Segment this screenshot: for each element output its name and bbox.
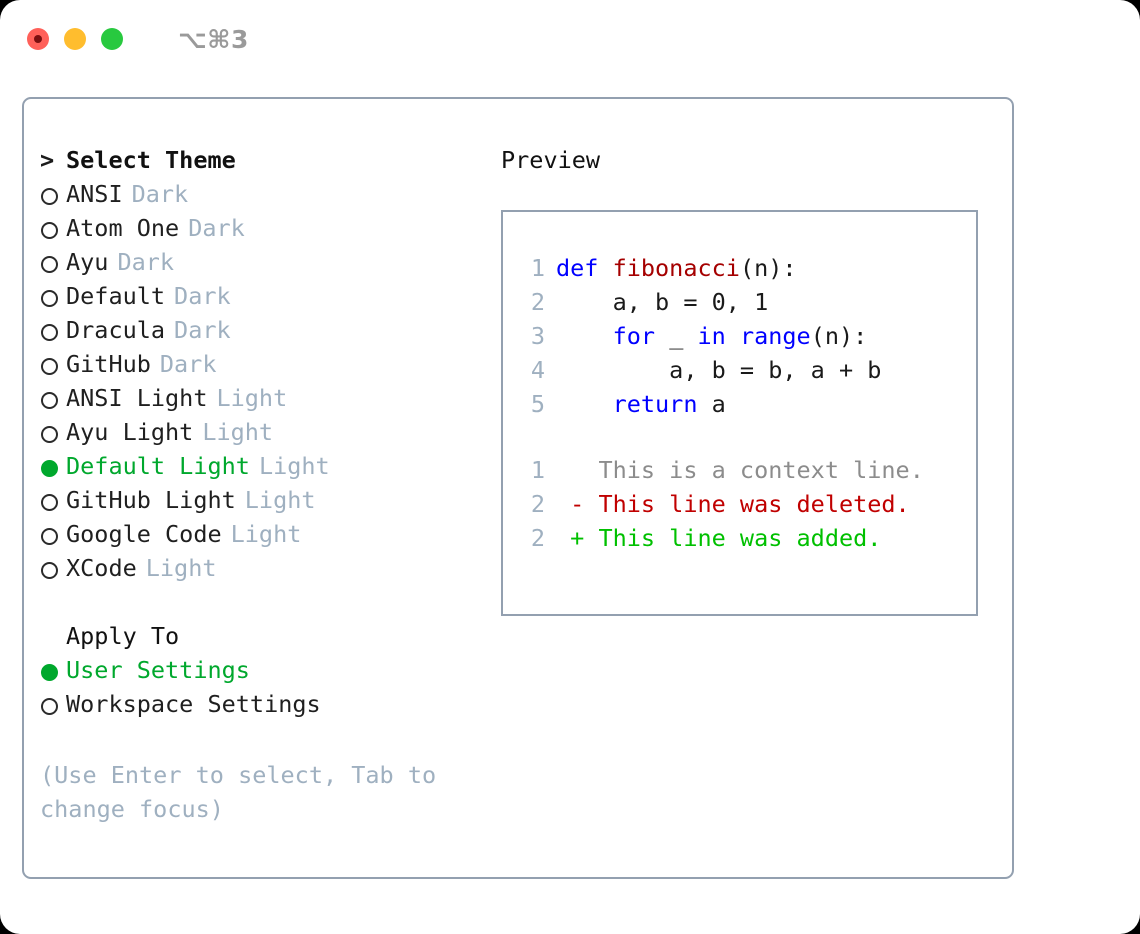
theme-item-variant-tag: Dark	[174, 316, 231, 344]
line-number: 2	[530, 288, 545, 316]
close-dot-icon	[34, 35, 42, 43]
theme-item-variant-tag: Dark	[117, 248, 175, 276]
code-token	[556, 322, 613, 350]
code-token: (n):	[739, 254, 797, 282]
theme-list-item[interactable]: Google Code Light	[40, 520, 490, 554]
theme-item-label: Ayu	[66, 248, 109, 276]
title-bar: ⌥⌘3	[0, 0, 1140, 78]
theme-item-variant-tag: Dark	[159, 350, 217, 378]
code-token: return	[612, 390, 698, 418]
code-token: This is a context line.	[556, 456, 924, 484]
line-number: 1	[530, 456, 545, 484]
theme-item-variant-tag: Light	[244, 486, 316, 514]
line-number: 4	[530, 356, 545, 384]
theme-item-label: ANSI	[66, 180, 123, 208]
theme-item-variant-tag: Dark	[131, 180, 189, 208]
theme-item-label: Default Light	[66, 452, 250, 480]
prompt-marker-icon: >	[40, 146, 55, 174]
theme-item-label: XCode	[66, 554, 137, 582]
theme-list-item[interactable]: GitHub Dark	[40, 350, 490, 384]
apply-to-item-label: User Settings	[66, 656, 250, 684]
apply-to-title: Apply To	[66, 622, 180, 650]
theme-list-item[interactable]: ANSI Dark	[40, 180, 490, 214]
theme-item-variant-tag: Light	[216, 384, 288, 412]
code-token: a, b = b, a + b	[556, 356, 882, 384]
diff-line: 2 + This line was added.	[517, 524, 976, 558]
theme-item-label: ANSI Light	[66, 384, 208, 412]
code-token: a	[697, 390, 726, 418]
apply-to-item[interactable]: Workspace Settings	[40, 690, 490, 724]
code-token: fibonacci	[612, 254, 740, 282]
apply-to-item[interactable]: User Settings	[40, 656, 490, 690]
list-spacer	[40, 588, 490, 622]
line-number: 2	[530, 490, 545, 518]
code-token: a, b = 0, 1	[556, 288, 769, 316]
apply-to-item-label: Workspace Settings	[66, 690, 321, 718]
theme-item-label: GitHub	[66, 350, 151, 378]
theme-list-item[interactable]: Default Dark	[40, 282, 490, 316]
theme-list-item[interactable]: XCode Light	[40, 554, 490, 588]
theme-item-label: Default	[66, 282, 166, 310]
theme-list-item[interactable]: Dracula Dark	[40, 316, 490, 350]
code-token: in range	[697, 322, 811, 350]
theme-item-variant-tag: Light	[258, 452, 330, 480]
select-theme-header: > Select Theme	[40, 146, 490, 180]
apply-to-header: Apply To	[40, 622, 490, 656]
select-theme-header-label: Select Theme	[66, 146, 236, 174]
theme-list-item[interactable]: Ayu Light Light	[40, 418, 490, 452]
theme-item-label: GitHub Light	[66, 486, 236, 514]
theme-item-label: Google Code	[66, 520, 222, 548]
code-line: 1 def fibonacci(n):	[517, 254, 976, 288]
line-number: 1	[530, 254, 545, 282]
maximize-button-icon[interactable]	[101, 28, 123, 50]
theme-item-label: Atom One	[66, 214, 180, 242]
code-token: (n):	[810, 322, 868, 350]
code-token: - This line was deleted.	[556, 490, 910, 518]
code-token	[556, 390, 613, 418]
theme-list-item[interactable]: Atom One Dark	[40, 214, 490, 248]
line-number: 3	[530, 322, 545, 350]
theme-list-item[interactable]: Default Light Light	[40, 452, 490, 486]
code-token: _	[655, 322, 698, 350]
diff-line: 2 - This line was deleted.	[517, 490, 976, 524]
keyboard-hint-text: (Use Enter to select, Tab to change focu…	[40, 761, 437, 823]
theme-item-variant-tag: Light	[202, 418, 274, 446]
keyboard-shortcut-label: ⌥⌘3	[178, 24, 249, 54]
code-line: 4 a, b = b, a + b	[517, 356, 976, 390]
theme-item-variant-tag: Dark	[174, 282, 231, 310]
code-token: for	[612, 322, 656, 350]
diff-line: 1 This is a context line.	[517, 456, 976, 490]
theme-item-label: Ayu Light	[66, 418, 194, 446]
line-number: 2	[530, 524, 545, 552]
code-line: 2 a, b = 0, 1	[517, 288, 976, 322]
code-diff-gap	[517, 424, 976, 456]
theme-item-variant-tag: Dark	[188, 214, 245, 242]
preview-title: Preview	[501, 146, 601, 174]
theme-list-item[interactable]: GitHub Light Light	[40, 486, 490, 520]
theme-list-item[interactable]: ANSI Light Light	[40, 384, 490, 418]
traffic-light-group	[27, 28, 123, 50]
code-line: 5 return a	[517, 390, 976, 424]
theme-item-variant-tag: Light	[230, 520, 302, 548]
code-token: def	[556, 254, 613, 282]
theme-item-label: Dracula	[66, 316, 166, 344]
close-button-icon[interactable]	[27, 28, 49, 50]
diff-sample: 1 This is a context line.2 - This line w…	[517, 456, 976, 558]
code-token: + This line was added.	[556, 524, 882, 552]
theme-list-item[interactable]: Ayu Dark	[40, 248, 490, 282]
code-line: 3 for _ in range(n):	[517, 322, 976, 356]
minimize-button-icon[interactable]	[64, 28, 86, 50]
line-number: 5	[530, 390, 545, 418]
theme-item-variant-tag: Light	[145, 554, 217, 582]
